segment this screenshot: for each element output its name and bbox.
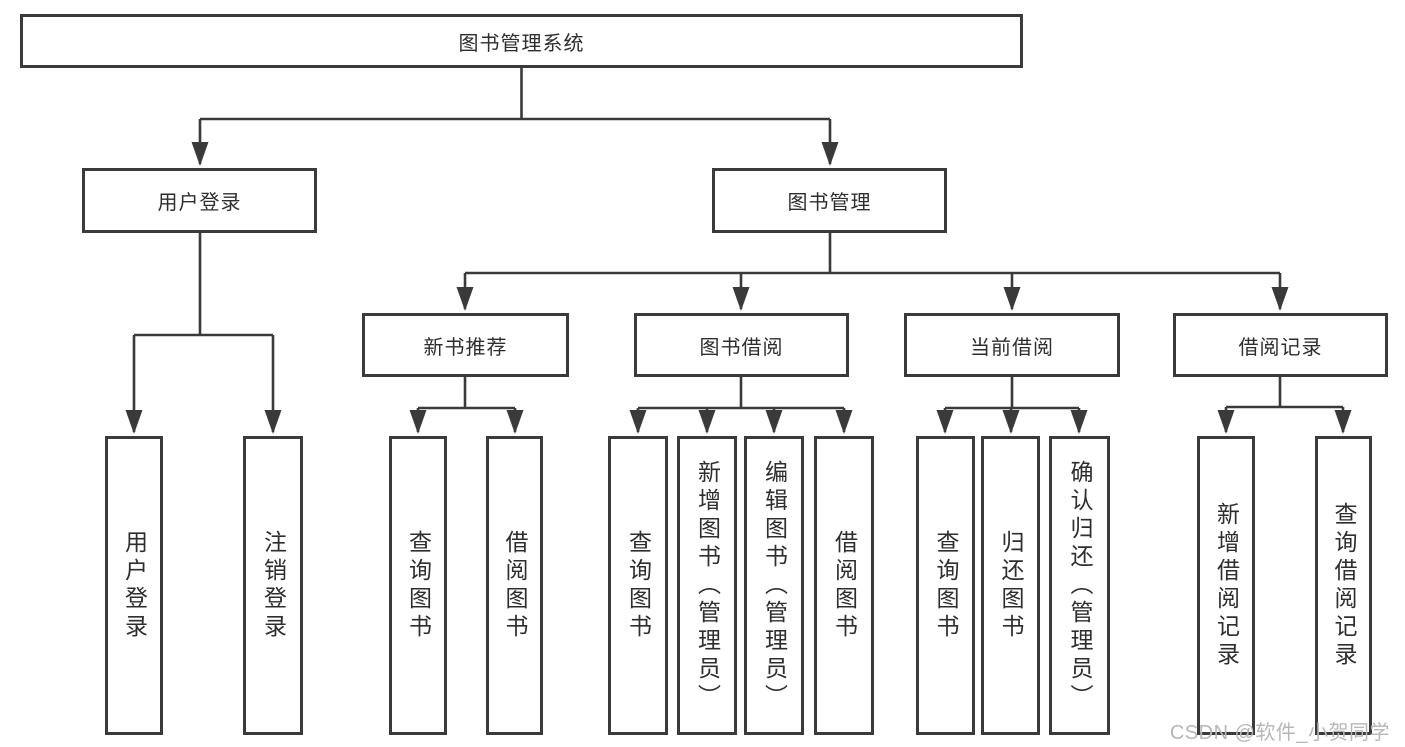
leaf-user-login: 用户登录 xyxy=(105,436,163,735)
leaf-br-add-borrow-record: 新增借阅记录 xyxy=(1197,436,1255,735)
leaf-cb-return-books: 归还图书 xyxy=(981,436,1040,735)
leaf-cb-confirm-return-admin: 确认归还（管理员） xyxy=(1049,436,1110,735)
leaf-logout-login: 注销登录 xyxy=(243,436,303,735)
leaf-nbr-query-books: 查询图书 xyxy=(389,436,447,735)
leaf-bb-add-books-admin: 新增图书（管理员） xyxy=(677,436,737,735)
leaf-bb-query-books: 查询图书 xyxy=(608,436,668,735)
node-current-borrowing: 当前借阅 xyxy=(904,313,1120,377)
leaf-br-query-borrow-record: 查询借阅记录 xyxy=(1315,436,1372,735)
node-book-management-system: 图书管理系统 xyxy=(20,14,1023,68)
leaf-cb-query-books: 查询图书 xyxy=(916,436,975,735)
node-book-borrowing: 图书借阅 xyxy=(634,313,849,377)
leaf-bb-edit-books-admin: 编辑图书（管理员） xyxy=(744,436,804,735)
leaf-bb-borrow-books: 借阅图书 xyxy=(814,436,874,735)
leaf-nbr-borrow-books: 借阅图书 xyxy=(486,436,543,735)
node-new-book-recommendation: 新书推荐 xyxy=(362,313,569,377)
node-book-management: 图书管理 xyxy=(712,168,947,233)
node-user-login: 用户登录 xyxy=(82,168,317,233)
csdn-watermark: CSDN @软件_小贺同学 xyxy=(1169,722,1390,744)
node-borrowing-records: 借阅记录 xyxy=(1173,313,1388,377)
